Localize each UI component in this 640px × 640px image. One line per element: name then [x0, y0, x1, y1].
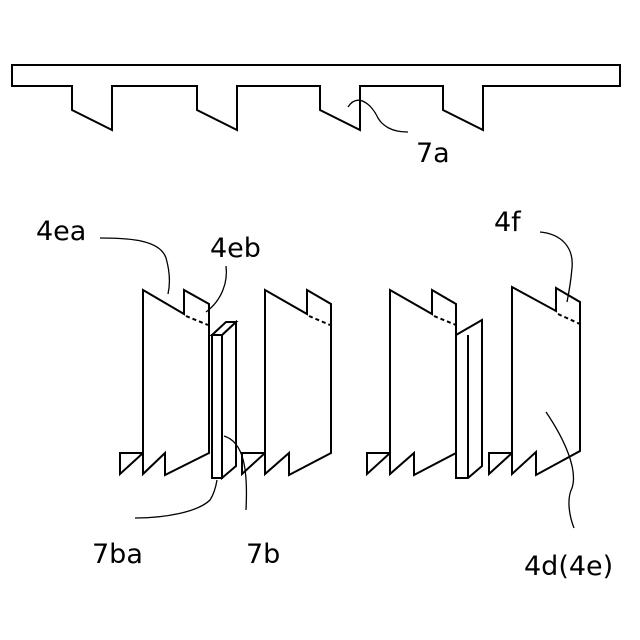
label-7b: 7b — [246, 539, 280, 570]
plate-3 — [367, 290, 482, 478]
insert-member-7b — [212, 322, 236, 478]
comb-body — [12, 65, 620, 130]
label-7ba: 7ba — [92, 539, 143, 570]
label-7a: 7a — [416, 138, 450, 169]
insert-7b-front — [212, 335, 222, 478]
label-4f: 4f — [494, 207, 522, 238]
plate-2 — [242, 290, 331, 475]
label-4ea: 4ea — [36, 216, 86, 247]
plate-4 — [489, 287, 580, 475]
insert-7b-side — [222, 322, 236, 478]
plate-3-body — [367, 290, 456, 475]
plate-1 — [120, 290, 209, 475]
label-4eb: 4eb — [210, 233, 261, 264]
comb-member-7a — [12, 65, 620, 130]
plate-2-body — [242, 290, 331, 475]
leader-4ea — [100, 238, 169, 294]
leader-7ba — [135, 480, 217, 518]
plate-1-body — [120, 290, 209, 475]
plate-4-body — [489, 287, 580, 475]
label-4d: 4d(4e) — [524, 551, 613, 582]
